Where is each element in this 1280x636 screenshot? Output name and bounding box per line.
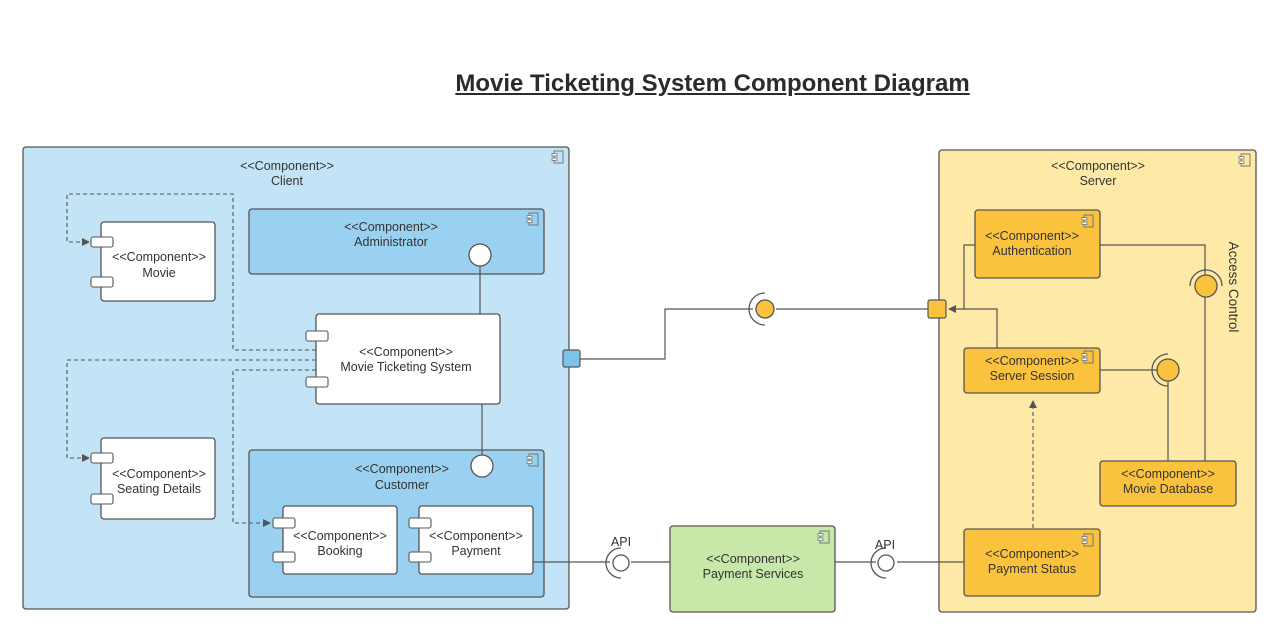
payment-services-label: Payment Services (703, 567, 804, 581)
required-interface (748, 292, 766, 326)
provided-interface (468, 243, 492, 267)
dependency-arrow (66, 359, 316, 462)
stereotype-label: <<Component>> (344, 220, 438, 234)
seating-details-label: Seating Details (117, 482, 201, 496)
movie-ticketing-system-label: Movie Ticketing System (340, 360, 471, 374)
stereotype-label: <<Component>> (985, 354, 1079, 368)
api-label: API (611, 535, 631, 549)
stereotype-label: <<Component>> (112, 467, 206, 481)
server-label: Server (1080, 174, 1117, 188)
stereotype-label: <<Component>> (355, 462, 449, 476)
access-control-label: Access Control (1226, 242, 1241, 333)
provided-interface (755, 299, 775, 319)
stereotype-label: <<Component>> (985, 229, 1079, 243)
stereotype-label: <<Component>> (1121, 467, 1215, 481)
required-interface (1189, 269, 1223, 287)
stereotype-label: <<Component>> (1051, 159, 1145, 173)
server-session-component[interactable]: <<Component>> Server Session (963, 347, 1101, 394)
stereotype-label: <<Component>> (112, 250, 206, 264)
movie-ticketing-system-component[interactable]: <<Component>> Movie Ticketing System (305, 313, 501, 405)
dependency-arrow (232, 369, 316, 527)
administrator-label: Administrator (354, 235, 428, 249)
payment-services-component[interactable]: <<Component>> Payment Services (669, 525, 836, 613)
payment-status-label: Payment Status (988, 562, 1076, 576)
client-label: Client (271, 174, 303, 188)
connector-line (580, 308, 753, 360)
authentication-label: Authentication (992, 244, 1071, 258)
server-port (927, 299, 947, 319)
movie-database-component[interactable]: <<Component>> Movie Database (1099, 460, 1237, 507)
client-port (562, 349, 581, 368)
stereotype-label: <<Component>> (429, 529, 523, 543)
provided-interface (877, 554, 895, 572)
payment-component[interactable]: <<Component>> Payment (408, 505, 534, 575)
movie-database-label: Movie Database (1123, 482, 1213, 496)
stereotype-label: <<Component>> (706, 552, 800, 566)
customer-label: Customer (375, 478, 429, 492)
movie-label: Movie (142, 266, 175, 280)
api-label: API (875, 538, 895, 552)
seating-details-component[interactable]: <<Component>> Seating Details (90, 437, 216, 520)
provided-interface (612, 554, 630, 572)
movie-component[interactable]: <<Component>> Movie (90, 221, 216, 302)
required-interface (605, 547, 622, 579)
dependency-arrow (66, 193, 316, 351)
stereotype-label: <<Component>> (293, 529, 387, 543)
connector-line (1100, 244, 1206, 461)
stereotype-label: <<Component>> (985, 547, 1079, 561)
required-interface (1151, 353, 1169, 387)
administrator-component[interactable]: <<Component>> Administrator (248, 208, 545, 275)
payment-label: Payment (451, 544, 501, 558)
authentication-component[interactable]: <<Component>> Authentication (974, 209, 1101, 279)
stereotype-label: <<Component>> (240, 159, 334, 173)
connector-arrow (948, 305, 998, 348)
connector-line (963, 244, 975, 309)
provided-interface (470, 454, 494, 478)
server-session-label: Server Session (990, 369, 1075, 383)
stereotype-label: <<Component>> (359, 345, 453, 359)
payment-status-component[interactable]: <<Component>> Payment Status (963, 528, 1101, 597)
required-interface (870, 547, 887, 579)
provided-interface (1194, 274, 1218, 298)
booking-label: Booking (317, 544, 362, 558)
provided-interface (1156, 358, 1180, 382)
booking-component[interactable]: <<Component>> Booking (272, 505, 398, 575)
